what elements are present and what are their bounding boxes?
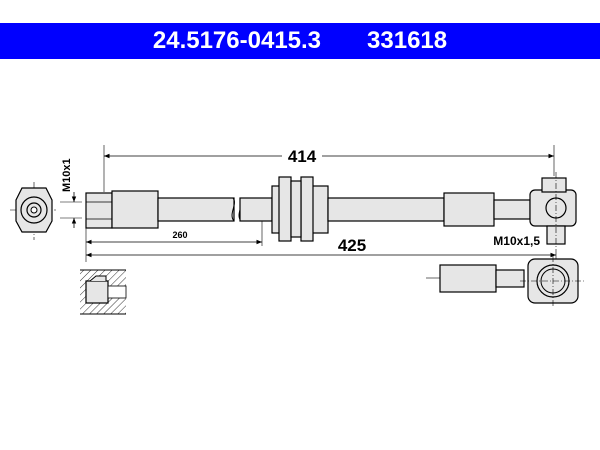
thread-right-label: M10x1,5 <box>493 234 540 248</box>
thread-left-label: M10x1 <box>61 158 73 192</box>
overall-hose-dimension: 414 <box>103 145 555 192</box>
overall-hose-label: 414 <box>288 147 317 166</box>
left-section-view <box>80 269 127 315</box>
partial-length-label: 260 <box>172 230 187 240</box>
total-length-label: 425 <box>338 236 366 255</box>
part-number: 24.5176-0415.3 <box>152 27 322 54</box>
total-length-dimension: 425 <box>86 236 557 262</box>
left-end-view <box>10 182 56 240</box>
reference-number: 331618 <box>367 27 448 54</box>
thread-left-dimension: M10x1 <box>60 158 82 228</box>
hose-assembly <box>85 172 577 250</box>
right-end-detail <box>426 256 584 306</box>
title-bar: 24.5176-0415.3 331618 <box>0 23 600 59</box>
